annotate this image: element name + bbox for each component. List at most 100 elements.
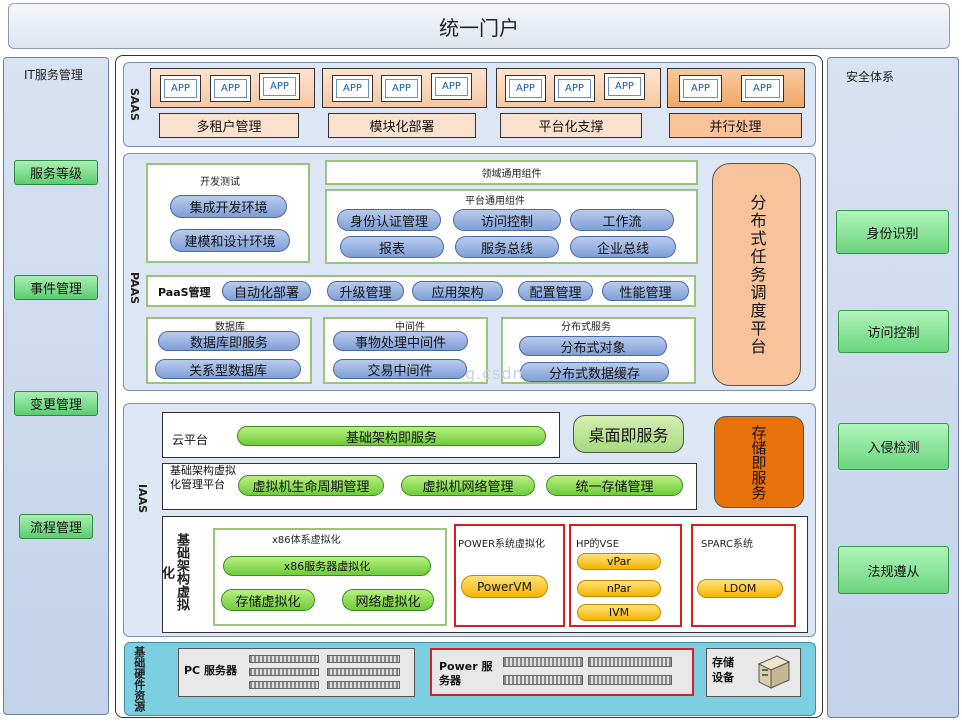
- modeling-pill[interactable]: 建模和设计环境: [170, 229, 290, 252]
- app-button[interactable]: APP: [741, 75, 784, 102]
- config-management-pill[interactable]: 配置管理: [518, 281, 593, 301]
- app-architecture-pill[interactable]: 应用架构: [412, 281, 503, 301]
- server-rack-icon: [327, 681, 400, 689]
- ide-pill[interactable]: 集成开发环境: [170, 195, 287, 218]
- report-pill[interactable]: 报表: [340, 236, 444, 258]
- ldom-pill[interactable]: LDOM: [697, 579, 783, 598]
- npar-pill[interactable]: nPar: [577, 580, 661, 597]
- dev-test-title: 开发测试: [200, 177, 240, 188]
- multi-tenant-bar: 多租户管理: [159, 113, 299, 138]
- modular-deploy-bar: 模块化部署: [328, 113, 476, 138]
- security-system-panel: [827, 57, 959, 718]
- intrusion-detection-box[interactable]: 入侵检测: [838, 423, 949, 470]
- compliance-box[interactable]: 法规遵从: [838, 546, 949, 594]
- power-server-label: Power 服务器: [439, 660, 493, 688]
- app-button[interactable]: APP: [381, 75, 422, 102]
- relational-db-pill[interactable]: 关系型数据库: [155, 359, 301, 379]
- pc-server-label: PC 服务器: [184, 664, 237, 677]
- sparc-panel: [691, 524, 796, 627]
- desktop-service-box[interactable]: 桌面即服务: [573, 415, 684, 453]
- enterprise-bus-pill[interactable]: 企业总线: [570, 236, 676, 258]
- server-rack-icon: [588, 657, 672, 667]
- saas-label: SAAS: [128, 88, 141, 121]
- transaction-mw-pill[interactable]: 事物处理中间件: [333, 331, 468, 351]
- server-rack-icon: [503, 657, 583, 667]
- server-rack-icon: [249, 681, 319, 689]
- storage-service-label: 存储即服务: [749, 424, 768, 500]
- server-rack-icon: [588, 675, 672, 685]
- change-management-button[interactable]: 变更管理: [14, 391, 98, 416]
- app-button[interactable]: APP: [332, 75, 373, 102]
- vpar-pill[interactable]: vPar: [577, 553, 661, 570]
- service-bus-pill[interactable]: 服务总线: [455, 236, 559, 258]
- paas-label: PAAS: [128, 272, 141, 305]
- distributed-service-title: 分布式服务: [561, 322, 611, 333]
- portal-header: 统一门户: [8, 3, 950, 49]
- hardware-label: 基础硬件资源: [132, 646, 146, 712]
- server-rack-icon: [327, 668, 400, 676]
- iaas-label: IAAS: [136, 484, 149, 514]
- paas-management-title: PaaS管理: [158, 286, 211, 299]
- x86-server-virt-pill[interactable]: x86服务器虚拟化: [223, 556, 431, 576]
- storage-service-box[interactable]: [714, 416, 804, 508]
- ivm-pill[interactable]: IVM: [577, 604, 661, 621]
- portal-title: 统一门户: [439, 15, 519, 40]
- app-button[interactable]: APP: [259, 73, 300, 100]
- identity-auth-pill[interactable]: 身份认证管理: [337, 209, 441, 231]
- platform-components-title: 平台通用组件: [465, 196, 525, 207]
- app-button[interactable]: APP: [431, 73, 472, 100]
- service-level-button[interactable]: 服务等级: [14, 160, 98, 185]
- app-button[interactable]: APP: [160, 75, 201, 102]
- x86-virt-title: x86体系虚拟化: [272, 535, 341, 546]
- server-rack-icon: [249, 655, 319, 663]
- dbaas-pill[interactable]: 数据库即服务: [158, 331, 300, 351]
- middleware-title: 中间件: [395, 322, 425, 333]
- security-system-title: 安全体系: [846, 70, 895, 84]
- app-button[interactable]: APP: [554, 75, 595, 102]
- it-service-management-title: IT服务管理: [24, 68, 83, 82]
- network-virt-pill[interactable]: 网络虚拟化: [342, 589, 434, 611]
- unified-storage-pill[interactable]: 统一存储管理: [546, 475, 683, 496]
- trading-mw-pill[interactable]: 交易中间件: [333, 359, 467, 379]
- infra-virt-title: 基础架构虚拟化: [159, 533, 189, 611]
- incident-management-button[interactable]: 事件管理: [14, 275, 98, 300]
- distributed-object-pill[interactable]: 分布式对象: [519, 336, 667, 356]
- access-control-box[interactable]: 访问控制: [838, 310, 949, 353]
- server-rack-icon: [327, 655, 400, 663]
- distributed-cache-pill[interactable]: 分布式数据缓存: [520, 362, 669, 382]
- database-title: 数据库: [215, 322, 245, 333]
- watermark: g.csdn: [465, 364, 524, 383]
- performance-management-pill[interactable]: 性能管理: [602, 281, 689, 301]
- distributed-task-box[interactable]: [712, 163, 801, 386]
- server-rack-icon: [503, 675, 583, 685]
- app-button[interactable]: APP: [679, 75, 722, 102]
- server-rack-icon: [249, 668, 319, 676]
- cloud-platform-title: 云平台: [172, 433, 209, 447]
- identity-recognition-box[interactable]: 身份识别: [836, 210, 949, 254]
- platform-support-bar: 平台化支撑: [500, 113, 642, 138]
- power-server-box: [430, 648, 694, 696]
- storage-device-label: 存储设备: [712, 656, 734, 685]
- app-button[interactable]: APP: [505, 75, 546, 102]
- workflow-pill[interactable]: 工作流: [570, 209, 674, 231]
- auto-deploy-pill[interactable]: 自动化部署: [222, 281, 311, 301]
- power-virt-title: POWER系统虚拟化: [458, 539, 546, 550]
- parallel-processing-bar: 并行处理: [669, 113, 802, 138]
- hp-vse-title: HP的VSE: [576, 539, 620, 550]
- vm-lifecycle-pill[interactable]: 虚拟机生命周期管理: [238, 475, 384, 496]
- sparc-title: SPARC系统: [701, 539, 754, 550]
- upgrade-management-pill[interactable]: 升级管理: [327, 281, 404, 301]
- access-control-pill[interactable]: 访问控制: [453, 209, 561, 231]
- domain-components-panel: 领域通用组件: [325, 160, 698, 185]
- virt-management-title: 基础架构虚拟化管理平台: [170, 464, 236, 491]
- app-button[interactable]: APP: [210, 75, 251, 102]
- distributed-task-label: 分布式任务调度平台: [747, 193, 767, 356]
- storage-device-icon: [757, 655, 791, 689]
- it-service-management-panel: [3, 57, 109, 715]
- app-button[interactable]: APP: [604, 73, 645, 100]
- powervm-pill[interactable]: PowerVM: [461, 575, 548, 598]
- process-management-button[interactable]: 流程管理: [19, 514, 93, 539]
- vm-network-pill[interactable]: 虚拟机网络管理: [401, 475, 535, 496]
- iaas-service-pill[interactable]: 基础架构即服务: [237, 426, 546, 446]
- storage-virt-pill[interactable]: 存储虚拟化: [221, 589, 315, 611]
